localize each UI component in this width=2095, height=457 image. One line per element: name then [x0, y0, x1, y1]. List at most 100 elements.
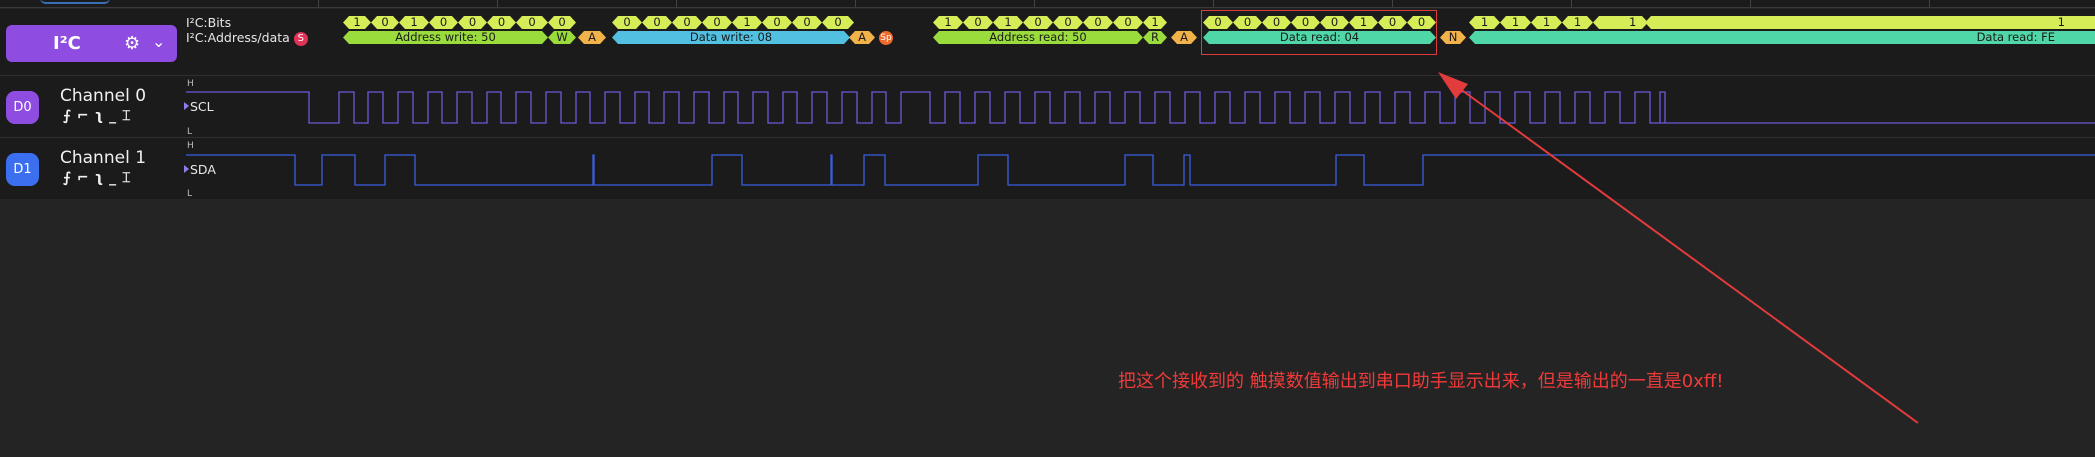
falling-edge-icon[interactable]: ⌐ — [76, 170, 95, 186]
frame-data-write[interactable]: Data write: 08 — [612, 31, 850, 44]
frame-ack[interactable]: A — [578, 31, 606, 44]
bit-cell[interactable]: 0 — [1023, 16, 1053, 29]
frame-address-write[interactable]: Address write: 50 — [343, 31, 548, 44]
ruler-tick — [855, 0, 856, 7]
bits-track[interactable]: 1 0 1 0 0 0 0 0 0 0 0 0 1 0 0 0 1 0 1 0 … — [0, 0, 2095, 60]
bit-cell[interactable]: 0 — [1053, 16, 1083, 29]
bit-cell[interactable]: 0 — [822, 16, 854, 29]
time-ruler[interactable] — [0, 0, 2095, 8]
frame-ack[interactable]: A — [849, 31, 875, 44]
bit-cell[interactable]: 0 — [548, 16, 576, 29]
frame-ack[interactable]: A — [1171, 31, 1197, 44]
channel-1-trigger-icons[interactable]: ⨍⌐ʅ_⌶ — [63, 170, 137, 186]
bit-cell[interactable]: 1 — [1593, 16, 1648, 29]
high-level-icon[interactable]: ⌶ — [122, 170, 137, 186]
row-divider — [0, 75, 2095, 76]
bit-cell[interactable]: 0 — [458, 16, 487, 29]
rising-edge-icon[interactable]: ⨍ — [63, 108, 77, 124]
ruler-tick — [1213, 0, 1214, 7]
channel-0-name[interactable]: Channel 0 — [60, 86, 147, 106]
brand-logo-fragment — [40, 0, 110, 4]
bit-cell[interactable]: 1 — [343, 16, 371, 29]
bit-cell[interactable]: 1 — [993, 16, 1023, 29]
frame-read-bit[interactable]: R — [1143, 31, 1167, 44]
scl-low-label: L — [187, 127, 193, 137]
sda-marker-icon — [184, 165, 189, 173]
falling-edge-icon[interactable]: ⌐ — [76, 108, 95, 124]
bit-cell[interactable]: 0 — [1407, 16, 1436, 29]
sda-signal-name: SDA — [190, 162, 216, 177]
highlight-rectangle — [1201, 10, 1437, 55]
low-level-icon[interactable]: _ — [109, 170, 123, 186]
bit-cell[interactable]: 0 — [1378, 16, 1407, 29]
bit-cell[interactable]: 0 — [429, 16, 458, 29]
bit-cell[interactable]: 1 — [1645, 16, 2095, 29]
sda-waveform — [186, 154, 2095, 186]
bit-cell[interactable]: 1 — [1531, 16, 1562, 29]
bit-cell[interactable]: 0 — [642, 16, 672, 29]
bit-cell[interactable]: 0 — [1291, 16, 1320, 29]
rising-edge-icon[interactable]: ⨍ — [63, 170, 77, 186]
bit-cell[interactable]: 0 — [762, 16, 792, 29]
sda-high-label: H — [187, 141, 194, 151]
gear-icon[interactable]: ⚙ — [124, 33, 141, 54]
ruler-tick — [1929, 0, 1930, 7]
frame-write-bit[interactable]: W — [548, 31, 576, 44]
bit-cell[interactable]: 0 — [371, 16, 399, 29]
scl-waveform — [186, 91, 2095, 124]
ruler-tick — [676, 0, 677, 7]
chevron-down-icon[interactable]: ⌄ — [152, 32, 166, 51]
row-divider — [0, 137, 2095, 138]
ruler-tick — [497, 0, 498, 7]
low-level-icon[interactable]: _ — [109, 108, 123, 124]
bit-cell[interactable]: 0 — [792, 16, 822, 29]
bit-cell[interactable]: 1 — [933, 16, 963, 29]
question-note: 把这个接收到的 触摸数值输出到串口助手显示出来，但是输出的一直是0xff! — [1118, 371, 1724, 392]
channel-1-badge[interactable]: D1 — [6, 153, 39, 186]
bit-cell[interactable]: 0 — [1233, 16, 1262, 29]
analyzer-label: I²C — [53, 33, 81, 54]
bit-cell[interactable]: 1 — [732, 16, 762, 29]
frame-address-read[interactable]: Address read: 50 — [933, 31, 1143, 44]
bit-cell[interactable]: 0 — [1113, 16, 1143, 29]
bit-cell[interactable]: 1 — [399, 16, 429, 29]
ruler-tick — [1750, 0, 1751, 7]
stop-condition-icon: Sp — [879, 31, 893, 45]
bit-cell[interactable]: 1 — [1500, 16, 1531, 29]
bit-cell[interactable]: 1 — [1143, 16, 1167, 29]
channel-0-trigger-icons[interactable]: ⨍⌐ʅ_⌶ — [63, 108, 137, 124]
ruler-tick — [318, 0, 319, 7]
bit-cell[interactable]: 1 — [1349, 16, 1378, 29]
bit-cell[interactable]: 0 — [516, 16, 548, 29]
ruler-tick — [1034, 0, 1035, 7]
either-edge-icon[interactable]: ʅ — [94, 108, 110, 124]
bit-cell[interactable]: 1 — [1562, 16, 1593, 29]
i2c-analyzer-button[interactable]: I²C ⚙ ⌄ — [6, 25, 177, 62]
scl-marker-icon — [184, 102, 189, 110]
start-condition-badge: S — [293, 31, 308, 46]
bit-cell[interactable]: 0 — [487, 16, 516, 29]
channel-1-name[interactable]: Channel 1 — [60, 148, 147, 168]
bit-cell[interactable]: 0 — [612, 16, 642, 29]
bit-cell[interactable]: 0 — [702, 16, 732, 29]
waveform-canvas[interactable] — [0, 0, 2095, 200]
frame-data-read-fe[interactable]: Data read: FE — [1469, 31, 2095, 44]
scl-signal-name: SCL — [190, 99, 214, 114]
bits-row-label: I²C:Bits — [186, 15, 232, 30]
frame-data-read-04[interactable]: Data read: 04 — [1203, 31, 1436, 44]
bit-cell[interactable]: 0 — [1203, 16, 1233, 29]
bit-cell[interactable]: 1 — [1469, 16, 1500, 29]
bit-cell[interactable]: 0 — [1320, 16, 1349, 29]
bit-cell[interactable]: 0 — [963, 16, 993, 29]
ruler-tick — [1392, 0, 1393, 7]
ruler-tick — [1571, 0, 1572, 7]
either-edge-icon[interactable]: ʅ — [94, 170, 110, 186]
channel-0-badge[interactable]: D0 — [6, 91, 39, 124]
bit-cell[interactable]: 0 — [672, 16, 702, 29]
bit-cell[interactable]: 0 — [1083, 16, 1113, 29]
frame-nack[interactable]: N — [1440, 31, 1466, 44]
high-level-icon[interactable]: ⌶ — [122, 108, 137, 124]
bit-cell[interactable]: 0 — [1262, 16, 1291, 29]
